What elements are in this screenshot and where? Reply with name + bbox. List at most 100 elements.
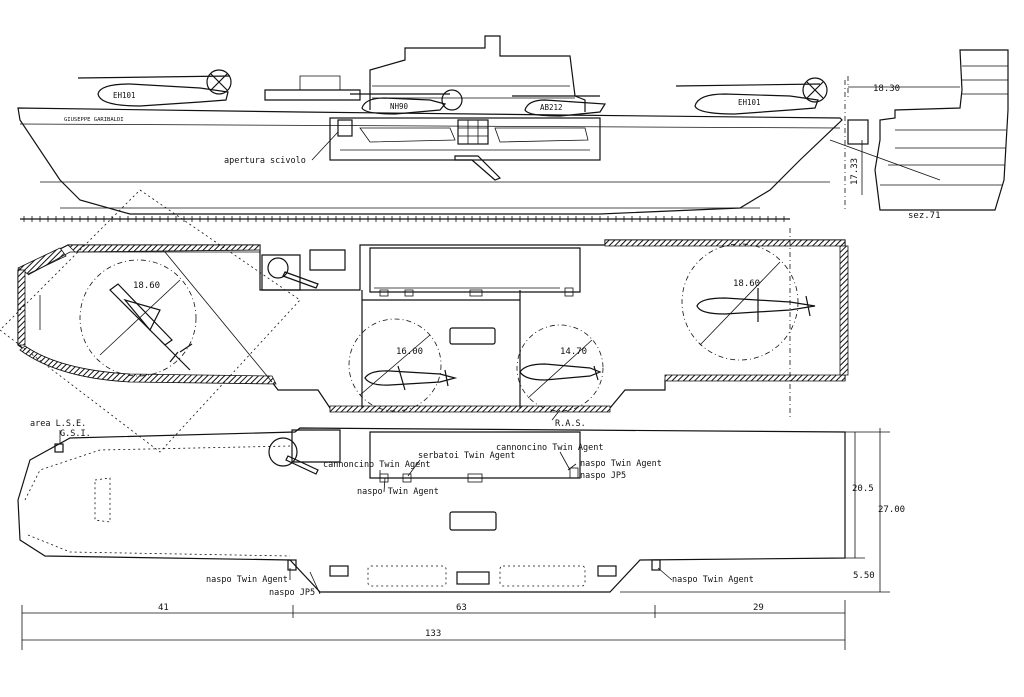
island-fp-box-2 — [402, 473, 412, 483]
island-footprint — [369, 431, 581, 479]
fuel-tanks-label: serbatoi Twin Agent — [418, 451, 515, 461]
ramp-door — [337, 119, 353, 137]
elevator-lines — [361, 290, 521, 408]
port-edge-hatch-left — [67, 244, 261, 253]
heli-plan-3 — [519, 363, 602, 381]
elevator-grid — [457, 119, 489, 145]
heli-label-2: NH90 — [390, 102, 409, 111]
helicopter-eh101-forward: EH101 — [77, 69, 232, 107]
section-diagonal — [829, 139, 941, 181]
forward-platform — [264, 89, 361, 101]
cannon-left-label: cannoncino Twin Agent — [323, 460, 430, 470]
hangar-inner-bottom — [27, 534, 291, 557]
helicopter-nh90: NH90 — [350, 89, 463, 115]
ras-label: R.A.S. — [555, 419, 586, 429]
sponson-right-box — [597, 565, 617, 577]
cannon-right-label: cannoncino Twin Agent — [496, 443, 603, 453]
section-compartment — [847, 119, 869, 145]
starboard-edge-hatch — [664, 374, 846, 382]
bow-tip-hatch — [17, 269, 26, 346]
bow-diagonal — [164, 251, 273, 383]
midship-edge-hatch — [329, 405, 611, 413]
island-box-1 — [379, 289, 389, 297]
island-box-2 — [404, 289, 414, 297]
port-bow-curve — [19, 345, 277, 385]
dim-seg-right: 29 — [753, 603, 764, 613]
forward-mast — [299, 75, 341, 90]
hangar-gun-barrel — [285, 455, 319, 475]
island-box-3 — [469, 289, 483, 297]
hangar-gun-turret — [268, 437, 298, 467]
section-label: sez.71 — [908, 211, 941, 221]
hangar-gun-mount — [291, 429, 341, 463]
deck-gun-barrel — [282, 271, 319, 289]
landing-circle-2 — [348, 318, 442, 412]
section-outline — [874, 49, 1009, 211]
deck-lift-rect — [449, 327, 496, 345]
flight-deck-plan: 18.60 16.00 14.70 18.60 R.A.S. — [0, 189, 849, 453]
hangar-deck-plan: area L.S.E. G.S.I. cannoncino Twin Agent… — [17, 419, 905, 650]
area-lse-marker — [54, 443, 64, 453]
ramp-label: apertura scivolo — [224, 156, 306, 166]
hull-inscription: GIUSEPPE GARIBALDI — [64, 117, 124, 123]
stern-edge-hatch — [839, 245, 849, 376]
sponson-boat-1 — [367, 565, 447, 587]
sponson-center-grid — [456, 571, 490, 585]
ramp-leader — [311, 131, 339, 161]
circle-1-dim: 18.60 — [133, 281, 160, 291]
circle-dim-3 — [527, 339, 593, 399]
hangar-compartment — [329, 117, 601, 161]
naspo-right-marker — [651, 559, 661, 571]
helicopter-ab212: AB212 — [512, 95, 607, 117]
dim-seg-left: 41 — [158, 603, 169, 613]
island-detail — [372, 85, 575, 99]
dim-inner-width: 20.5 — [852, 484, 874, 494]
hull-outline — [17, 107, 843, 215]
gsi-label: G.S.I. — [60, 429, 91, 439]
heli-label-1: EH101 — [113, 91, 136, 100]
landing-circle-3 — [516, 324, 604, 412]
reel-bottom-right-label: naspo Twin Agent — [672, 575, 754, 585]
sponson-boat-2 — [499, 565, 586, 587]
island-plan — [369, 247, 581, 293]
section-width-dim: 18.30 — [873, 84, 900, 94]
depth-dim: 17.33 — [850, 158, 860, 185]
leader-lines — [59, 430, 673, 595]
heli-label-4: EH101 — [738, 98, 761, 107]
bow-inner-line — [27, 251, 260, 276]
deck-gun-turret — [267, 257, 289, 279]
circle-dim-4 — [699, 261, 781, 346]
elevator-grid-lines — [458, 120, 488, 144]
approach-diamond — [0, 189, 301, 453]
circle-3-dim: 14.70 — [560, 347, 587, 357]
boat-left — [359, 127, 456, 143]
dim-total-width: 27.00 — [878, 505, 905, 515]
port-edge-hatch-right — [604, 239, 846, 247]
reel-left-label: naspo Twin Agent — [357, 487, 439, 497]
island-fp-box-3 — [467, 473, 483, 483]
circle-4-dim: 18.60 — [733, 279, 760, 289]
hangar-lift-rect — [449, 511, 497, 531]
reel-bottom-jp5-label: naspo JP5 — [269, 588, 315, 598]
midship-section: 18.30 sez.71 — [829, 49, 1009, 221]
hangar-inner-outline — [24, 445, 291, 501]
station-ticks — [23, 216, 785, 222]
helicopter-eh101-aft: EH101 — [675, 77, 828, 115]
island-superstructure — [369, 35, 586, 112]
circle-dim-2 — [359, 334, 431, 396]
profile-view: EH101 NH90 AB212 EH101 GIUSEPPE GARIBALD… — [17, 35, 863, 222]
dim-sponson: 5.50 — [853, 571, 875, 581]
dim-overall: 133 — [425, 629, 441, 639]
ras-leader — [551, 409, 561, 421]
boat-right — [494, 127, 589, 143]
heli-plan-1 — [109, 283, 193, 371]
area-lse-label: area L.S.E. — [30, 419, 86, 429]
dim-vert-ext — [620, 431, 890, 593]
hangar-bow-inner — [94, 477, 111, 523]
circle-2-dim: 16.00 — [396, 347, 423, 357]
island-fp-box-4 — [569, 467, 579, 479]
sponson-left-box — [329, 565, 349, 577]
deck-gun-shield — [309, 249, 346, 271]
sheer-line — [19, 123, 841, 129]
heli-label-3: AB212 — [540, 103, 563, 112]
